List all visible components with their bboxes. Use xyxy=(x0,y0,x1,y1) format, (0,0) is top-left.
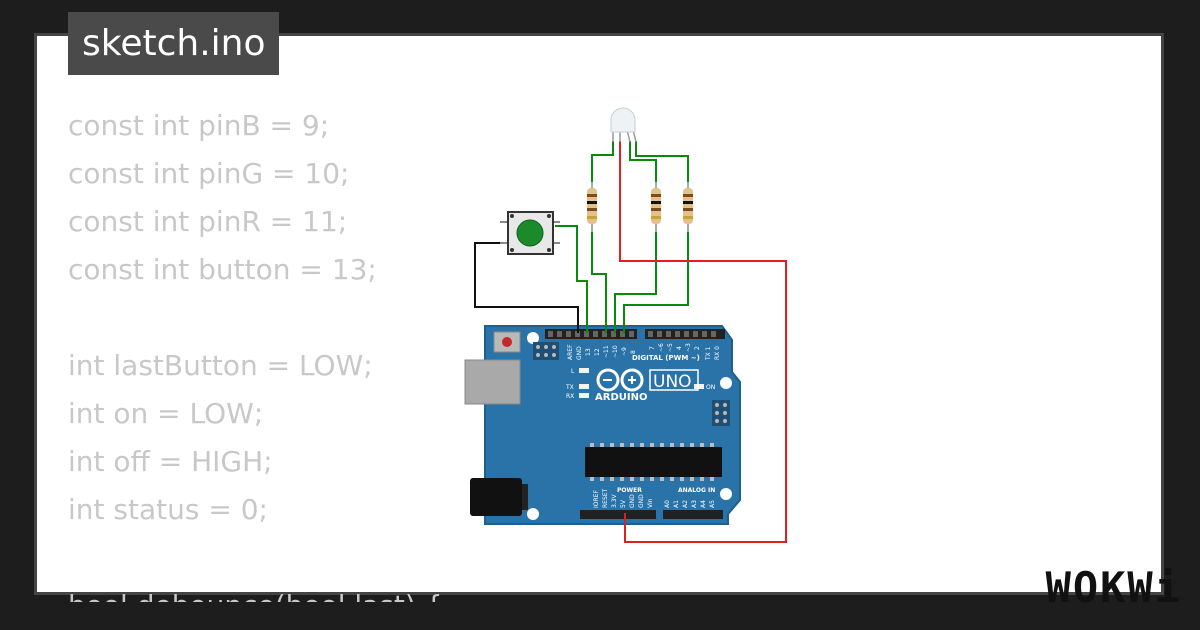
arduino-logo-icon xyxy=(596,368,644,392)
code-line: const int pinR = 11; xyxy=(68,205,348,238)
pin-label: RESET xyxy=(602,488,609,508)
pin-label: GND xyxy=(576,346,583,360)
code-line: int lastButton = LOW; xyxy=(68,349,373,382)
wire-led-g xyxy=(629,141,657,182)
code-line: bool debounce(bool last) { xyxy=(68,582,443,602)
microcontroller-chip xyxy=(585,447,722,477)
pin-label: ~10 xyxy=(612,345,619,358)
led-label: ON xyxy=(706,384,715,391)
pin-label: 4 xyxy=(676,346,683,350)
pin-label: A5 xyxy=(709,500,716,508)
wire-pin10 xyxy=(614,232,657,333)
resistor[interactable] xyxy=(587,182,597,232)
pin-label: ~5 xyxy=(667,343,674,352)
pin-label: A3 xyxy=(691,500,698,508)
power-header-label: POWER xyxy=(617,487,642,494)
led-label: RX xyxy=(566,393,574,400)
wire-led-b xyxy=(635,141,689,182)
pin-label: 2 xyxy=(694,346,701,350)
power-header xyxy=(580,510,656,519)
pin-label: RX 0 xyxy=(714,346,721,360)
code-line: const int pinB = 9; xyxy=(68,109,330,142)
code-line: int status = 0; xyxy=(68,493,268,526)
pin-label: GND xyxy=(629,494,636,508)
pin-label: A4 xyxy=(700,500,707,508)
pin-label: A0 xyxy=(664,500,671,508)
wire-pin11 xyxy=(591,232,607,333)
wire-button-13 xyxy=(555,225,588,333)
wires xyxy=(474,141,787,543)
pin-label: 8 xyxy=(630,350,637,354)
led-label: TX xyxy=(565,384,574,391)
pin-label: 13 xyxy=(585,348,592,356)
wokwi-logo: WOKWi xyxy=(1045,563,1182,612)
pin-label: IOREF xyxy=(593,490,600,508)
pin-label: ~3 xyxy=(685,343,692,352)
push-button[interactable] xyxy=(500,211,560,255)
arduino-uno-board[interactable]: AREF GND 13 12 ~11 ~10 ~9 8 7 ~6 ~5 4 ~3… xyxy=(464,325,741,525)
usb-port xyxy=(464,359,521,405)
pin-label: TX 1 xyxy=(705,346,712,361)
led-label: L xyxy=(571,368,575,375)
digital-header-low xyxy=(545,329,637,339)
board-brand: ARDUINO xyxy=(595,392,647,403)
code-line: int on = LOW; xyxy=(68,397,264,430)
analog-header xyxy=(663,510,723,519)
code-line: const int button = 13; xyxy=(68,253,377,286)
pin-label: A1 xyxy=(673,500,680,508)
pin-label: 12 xyxy=(594,348,601,356)
wire-gnd xyxy=(474,242,579,333)
resistor[interactable] xyxy=(651,182,661,232)
file-tab[interactable]: sketch.ino xyxy=(68,12,280,75)
code-line: const int pinG = 10; xyxy=(68,157,350,190)
wire-led-r xyxy=(591,141,614,182)
pin-label: Vin xyxy=(647,498,654,508)
digital-header-label: DIGITAL (PWM ~) xyxy=(632,354,700,362)
rgb-led[interactable] xyxy=(610,107,637,143)
pin-label: ~11 xyxy=(603,345,610,358)
pin-label: 5V xyxy=(620,499,627,508)
pin-label: 3.3V xyxy=(611,493,618,508)
pin-label: ~9 xyxy=(621,347,628,356)
board-model: UNO xyxy=(653,372,692,392)
code-line: int off = HIGH; xyxy=(68,445,273,478)
pin-label: ~6 xyxy=(658,343,665,352)
wire-5v xyxy=(619,141,787,543)
pin-label: AREF xyxy=(567,344,574,360)
code-editor[interactable]: const int pinB = 9; const int pinG = 10;… xyxy=(68,102,443,602)
wire-pin9 xyxy=(623,232,689,333)
pin-label: GND xyxy=(638,494,645,508)
analog-header-label: ANALOG IN xyxy=(678,487,715,494)
pin-label: A2 xyxy=(682,500,689,508)
resistor[interactable] xyxy=(683,182,693,232)
pin-label: 7 xyxy=(649,346,656,350)
power-jack xyxy=(470,478,522,516)
